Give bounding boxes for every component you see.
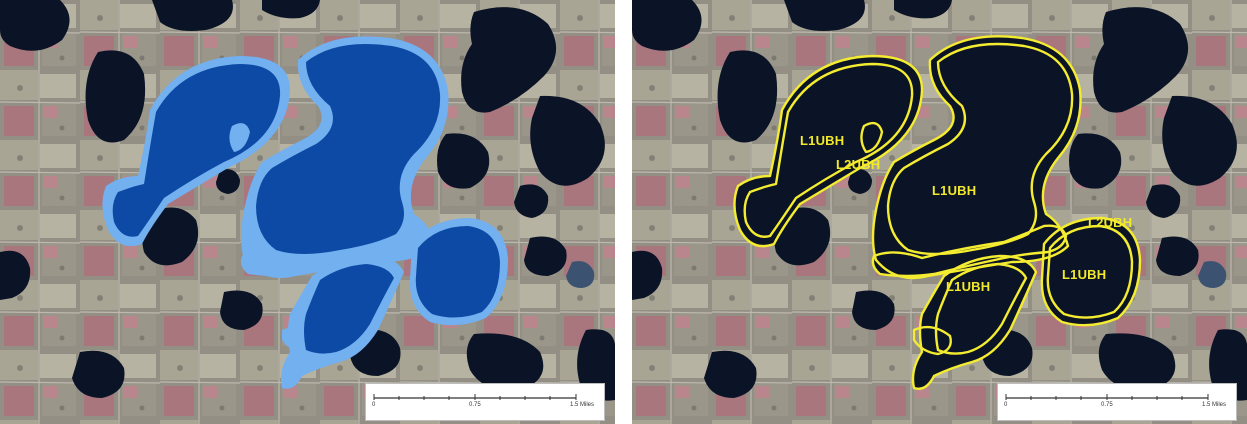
scale-bar-graphic: [373, 394, 577, 400]
scale-label-zero: 0: [1004, 402, 1008, 408]
wetland-label-l2ubh-east: L2UBH: [1088, 215, 1133, 230]
scale-label-mid: 0.75: [1101, 402, 1113, 408]
wetland-label-l2ubh-northwest: L2UBH: [836, 157, 881, 172]
scale-bar-graphic: [1005, 394, 1209, 400]
scale-label-end: 1.5 Miles: [570, 402, 595, 408]
scale-bar: 0 0.75 1.5 Miles: [365, 383, 605, 421]
scale-bar: 0 0.75 1.5 Miles: [997, 383, 1237, 421]
scale-label-mid: 0.75: [469, 402, 481, 408]
wetland-label-l1ubh-east: L1UBH: [1062, 267, 1107, 282]
shallow-inlet: [229, 123, 250, 152]
scale-label-end: 1.5 Miles: [1202, 402, 1227, 408]
left-map-canvas: [0, 0, 615, 424]
classified-wetland-map: 0 0.75 1.5 Miles: [0, 0, 615, 424]
wetland-label-l1ubh-northwest: L1UBH: [800, 133, 845, 148]
wetland-label-l1ubh-central: L1UBH: [932, 183, 977, 198]
right-map-canvas: [632, 0, 1247, 424]
wetland-label-l1ubh-south: L1UBH: [946, 279, 991, 294]
wetland-boundaries: [733, 35, 1142, 390]
outlined-wetland-map: L1UBH L2UBH L1UBH L2UBH L1UBH L1UBH 0 0.…: [632, 0, 1247, 424]
scale-label-zero: 0: [372, 402, 376, 408]
